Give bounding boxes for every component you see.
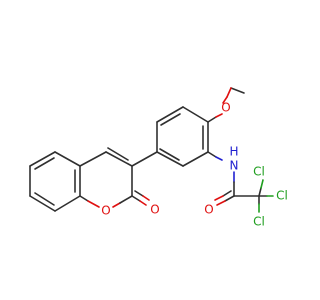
- bond: [107, 147, 129, 161]
- hetero-bond-lines: [79, 87, 274, 213]
- bond: [215, 113, 223, 118]
- bond: [156, 106, 184, 123]
- chlorine-top-left-label: Cl: [253, 165, 265, 179]
- bond: [119, 195, 133, 204]
- bond: [131, 195, 141, 202]
- bond: [182, 106, 209, 123]
- chlorine-bottom-label: Cl: [253, 215, 265, 229]
- ring-oxygen-label: O: [101, 204, 110, 218]
- molecule-structure: O N H O O O Cl Cl Cl: [29, 87, 288, 229]
- bond: [224, 195, 235, 202]
- atom-labels: O N H O O O Cl Cl Cl: [101, 101, 288, 229]
- bond: [131, 151, 158, 167]
- bond: [29, 151, 56, 167]
- bond: [226, 87, 232, 98]
- bond: [142, 195, 150, 201]
- bond: [222, 190, 232, 197]
- bond: [207, 151, 217, 158]
- bond: [34, 192, 55, 206]
- amide-oxygen-label: O: [204, 203, 213, 217]
- bond: [258, 187, 262, 197]
- bond: [222, 96, 228, 104]
- amide-hydrogen-label: H: [229, 145, 238, 159]
- bond: [34, 157, 55, 170]
- chlorine-top-right-label: Cl: [276, 189, 288, 203]
- bond: [105, 151, 133, 167]
- bond: [215, 156, 223, 161]
- bond: [29, 195, 56, 212]
- bond-lines: [29, 87, 260, 212]
- bond: [216, 200, 226, 206]
- bond: [54, 195, 81, 212]
- bond: [159, 148, 180, 161]
- bond: [112, 202, 121, 208]
- bond: [79, 151, 107, 167]
- lactone-oxygen-label: O: [150, 203, 159, 217]
- bond: [87, 200, 100, 208]
- bond: [54, 151, 81, 167]
- amide-nitrogen-label: N: [230, 159, 239, 173]
- bond: [134, 190, 144, 197]
- bond: [156, 151, 184, 167]
- bond: [79, 195, 89, 202]
- bond: [139, 200, 147, 206]
- bond: [214, 195, 224, 201]
- bond: [160, 113, 181, 126]
- ether-oxygen-label: O: [221, 101, 230, 115]
- bond: [260, 179, 264, 189]
- bond: [182, 151, 209, 167]
- bond: [207, 116, 217, 123]
- bond: [230, 87, 245, 94]
